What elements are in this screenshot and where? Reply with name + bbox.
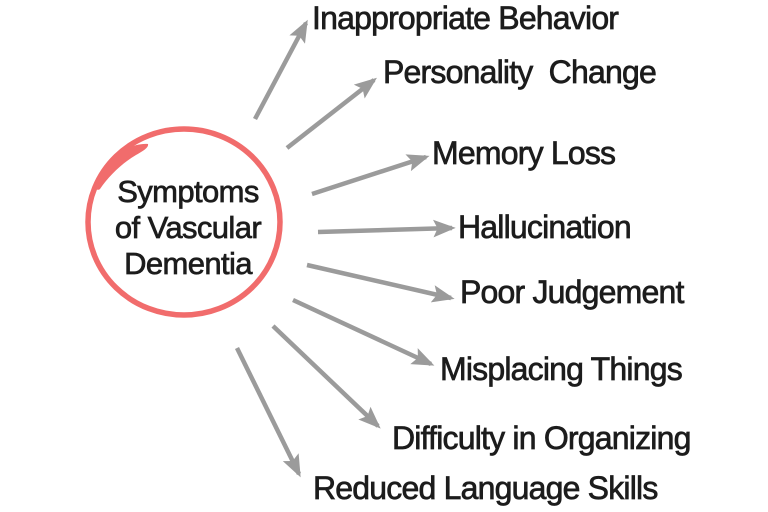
- label-inappropriate-behavior: Inappropriate Behavior: [312, 0, 620, 36]
- center-label-line-2: of Vascular: [114, 210, 262, 246]
- arrow-inappropriate-behavior: [253, 19, 308, 121]
- label-personality-change: Personality Change: [383, 54, 657, 90]
- label-misplacing-things: Misplacing Things: [440, 351, 683, 387]
- center-circle: [85, 126, 283, 318]
- brush-stroke-blob: [94, 143, 149, 190]
- label-hallucination: Hallucination: [458, 209, 632, 245]
- label-difficulty-organizing: Difficulty in Organizing: [392, 420, 692, 456]
- label-poor-judgement: Poor Judgement: [460, 274, 685, 310]
- arrow-poor-judgement: [306, 262, 455, 303]
- center-label: Symptoms of Vascular Dementia: [88, 174, 288, 282]
- label-memory-loss: Memory Loss: [432, 135, 617, 171]
- arrow-misplacing-things: [292, 297, 435, 367]
- center-label-line-1: Symptoms: [117, 174, 260, 210]
- arrow-personality-change: [285, 77, 377, 150]
- center-label-line-3: Dementia: [124, 246, 253, 282]
- arrow-hallucination: [317, 219, 456, 238]
- arrow-difficulty-organizing: [271, 324, 381, 429]
- label-reduced-language-skills: Reduced Language Skills: [313, 470, 659, 506]
- arrow-memory-loss: [311, 154, 430, 197]
- arrow-reduced-language-skills: [234, 347, 302, 478]
